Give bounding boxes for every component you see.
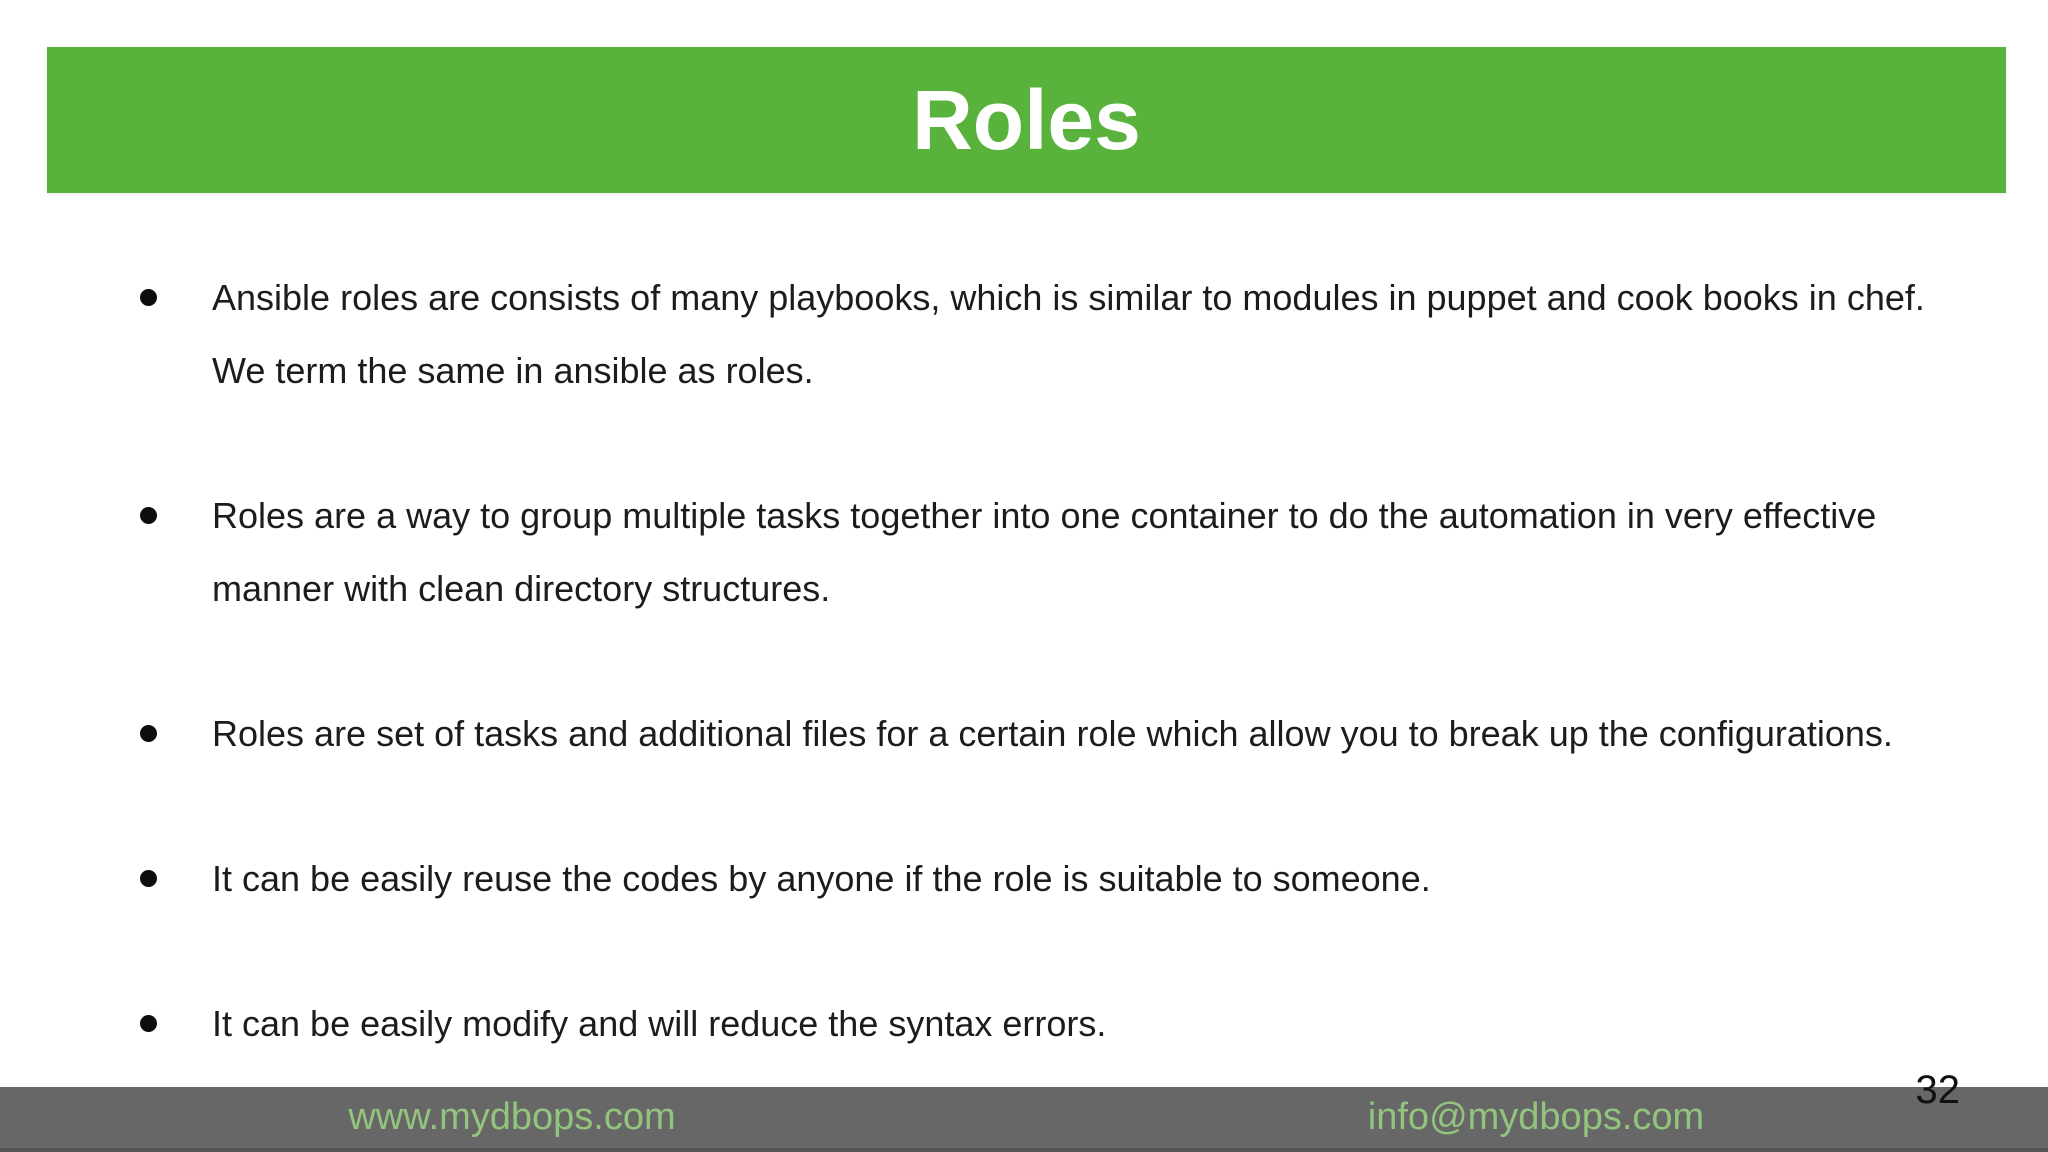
slide-title-bar: Roles [47, 47, 2006, 193]
footer-bar: www.mydbops.com info@mydbops.com [0, 1087, 2048, 1152]
bullet-icon [140, 870, 157, 887]
bullet-icon [140, 725, 157, 742]
bullet-text: It can be easily reuse the codes by anyo… [212, 858, 1431, 899]
bullet-text: Roles are a way to group multiple tasks … [212, 495, 1877, 609]
page-title: Roles [912, 73, 1141, 167]
list-item: Ansible roles are consists of many playb… [140, 261, 2008, 407]
bullet-icon [140, 289, 157, 306]
bullet-icon [140, 1015, 157, 1032]
list-item: It can be easily reuse the codes by anyo… [140, 842, 2008, 915]
list-item: It can be easily modify and will reduce … [140, 987, 2008, 1060]
footer-website: www.mydbops.com [348, 1096, 676, 1138]
bullet-text: Ansible roles are consists of many playb… [212, 277, 1925, 391]
bullet-text: It can be easily modify and will reduce … [212, 1003, 1107, 1044]
bullet-list: Ansible roles are consists of many playb… [140, 261, 2008, 1060]
footer-email: info@mydbops.com [1367, 1096, 1705, 1138]
page-number: 32 [1915, 1068, 1961, 1112]
list-item: Roles are a way to group multiple tasks … [140, 479, 2008, 625]
bullet-text: Roles are set of tasks and additional fi… [212, 713, 1893, 754]
bullet-icon [140, 507, 157, 524]
list-item: Roles are set of tasks and additional fi… [140, 697, 2008, 770]
